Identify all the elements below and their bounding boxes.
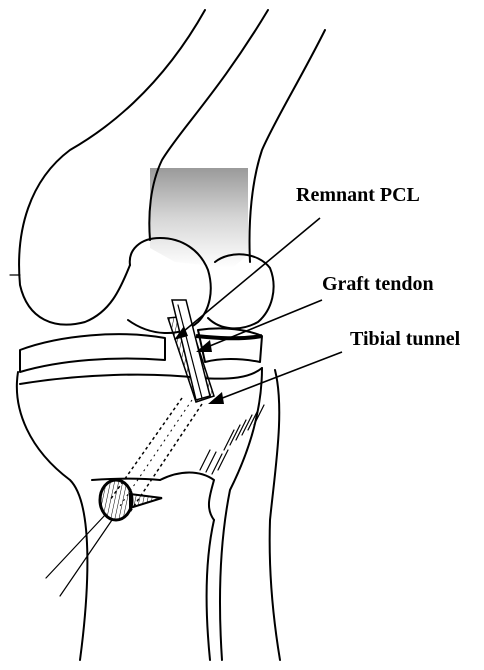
intercondylar-shading <box>150 168 248 268</box>
label-graft-tendon: Graft tendon <box>322 273 434 295</box>
screw <box>46 480 162 596</box>
tibia <box>17 368 280 660</box>
label-tibial-tunnel: Tibial tunnel <box>350 328 461 350</box>
menisci <box>20 328 262 372</box>
label-remnant-pcl: Remnant PCL <box>296 184 420 206</box>
